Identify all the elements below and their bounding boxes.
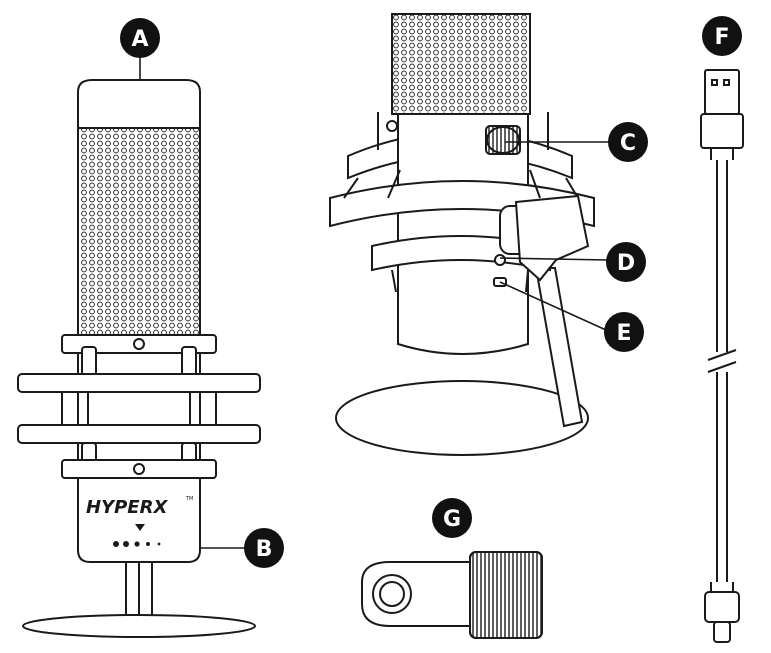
leader-lines [139,58,614,549]
callout-d-label: D [617,251,635,276]
callout-d: D [606,242,646,282]
mount-adapter [361,551,543,639]
trademark-symbol: TM [185,496,193,502]
callout-f: F [702,16,742,56]
callout-e-label: E [616,321,631,346]
callout-a: A [120,18,160,58]
callout-g: G [432,498,472,538]
led-indicator-icon [113,524,161,547]
microphone-side-view [329,13,595,456]
hyperx-logo: HYPERX [86,497,168,518]
callout-b-label: B [256,537,273,562]
usb-cable [700,69,744,643]
callout-e: E [604,312,644,352]
callout-a-label: A [131,27,148,52]
callout-c: C [608,122,648,162]
callout-f-label: F [714,25,729,50]
callout-b: B [244,528,284,568]
callout-c-label: C [620,131,636,156]
microphone-front-view [17,79,261,638]
callout-g-label: G [443,507,461,532]
